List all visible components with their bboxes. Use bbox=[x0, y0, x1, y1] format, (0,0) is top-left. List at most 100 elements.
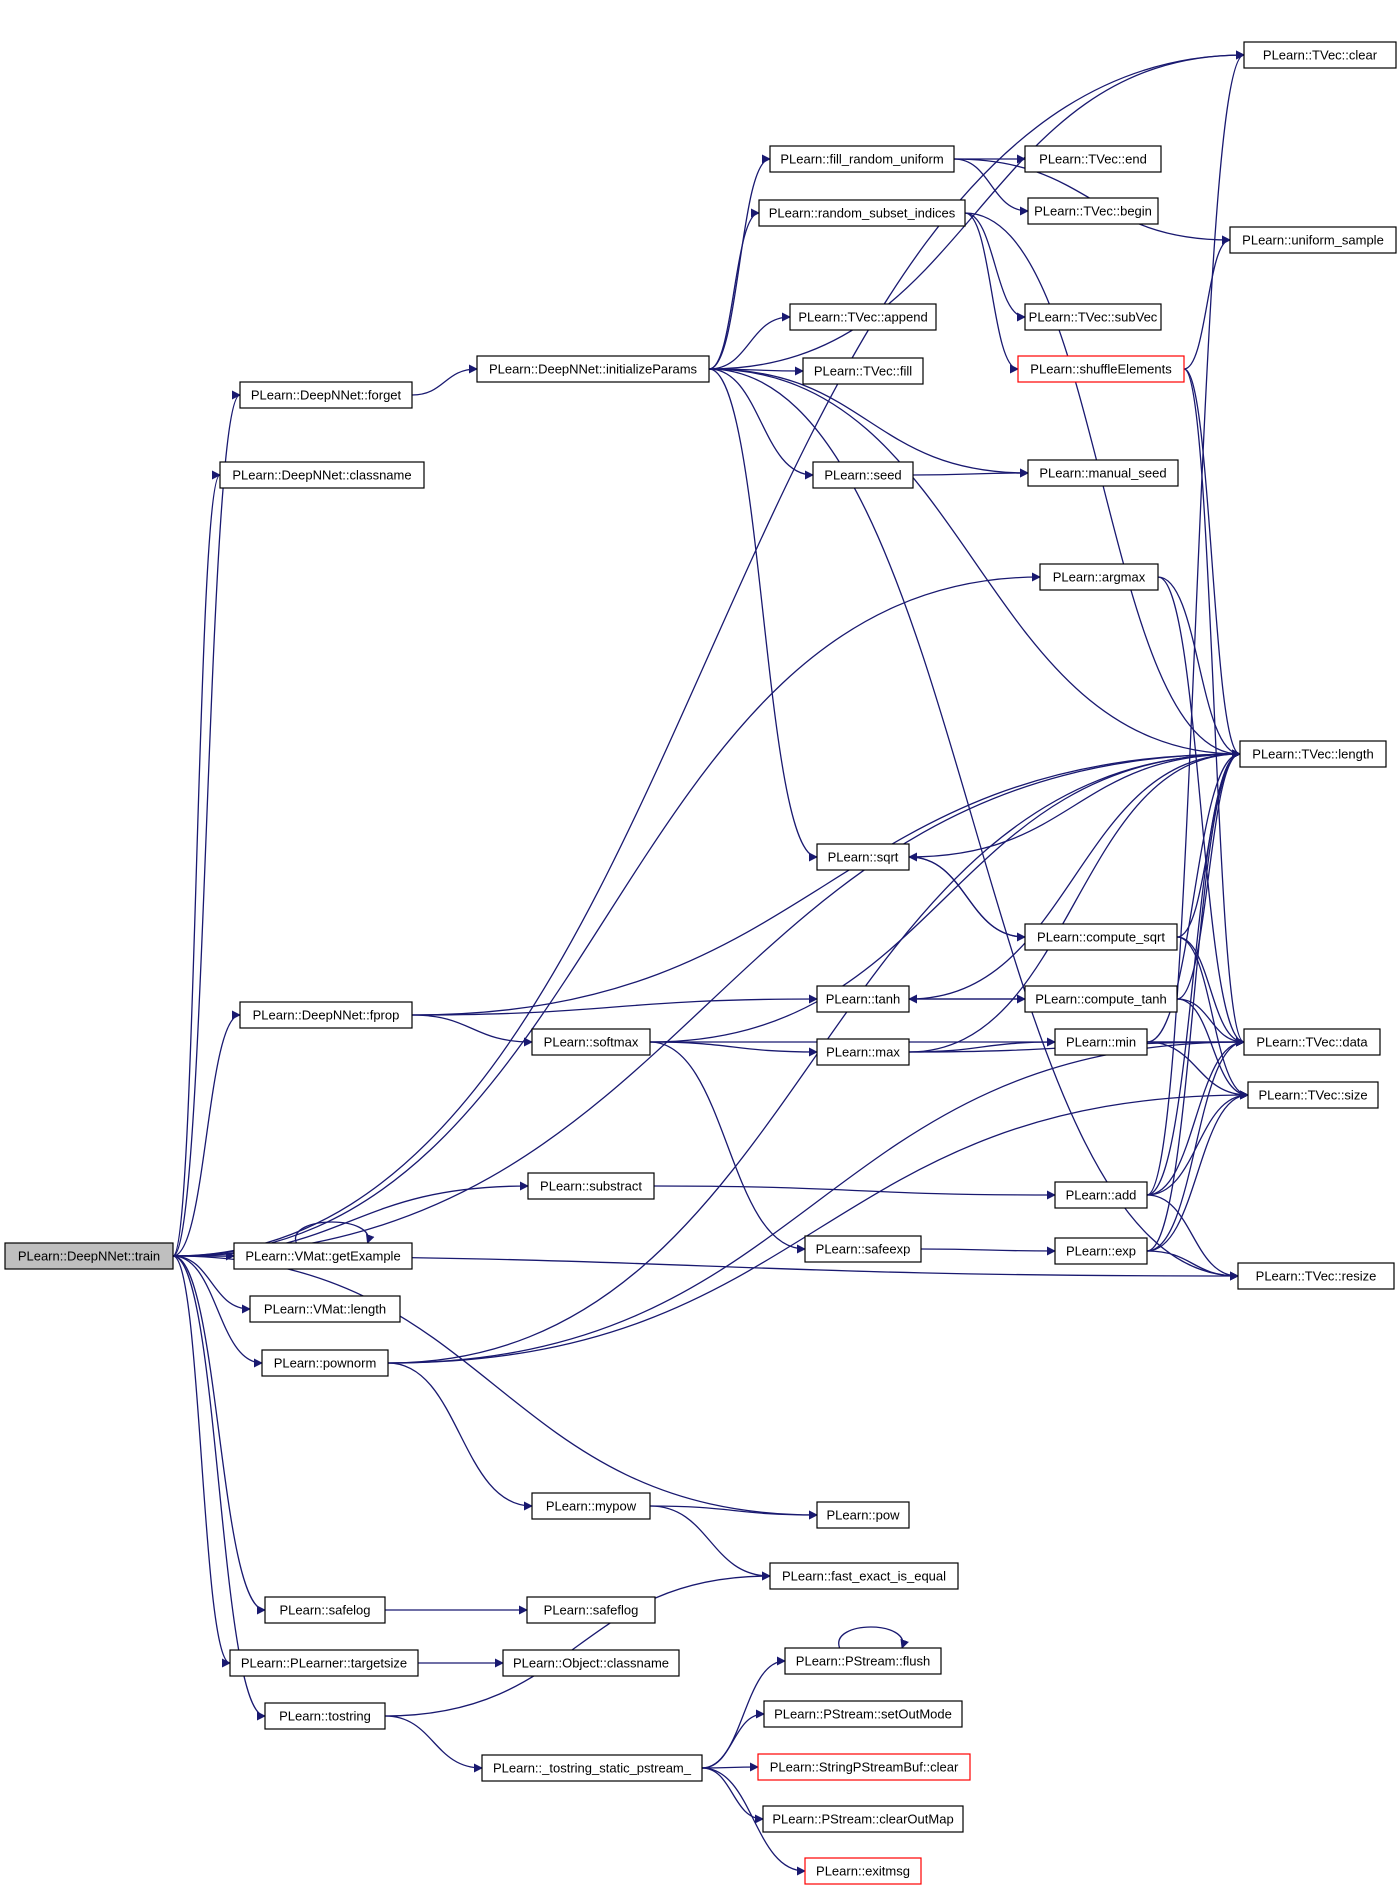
node-safeexp[interactable]: PLearn::safeexp bbox=[804, 1235, 922, 1263]
node-box[interactable] bbox=[531, 1028, 651, 1056]
node-box[interactable] bbox=[239, 381, 413, 409]
node-train[interactable]: PLearn::DeepNNet::train bbox=[4, 1242, 174, 1270]
node-manualseed[interactable]: PLearn::manual_seed bbox=[1027, 459, 1179, 487]
node-tostringstatic[interactable]: PLearn::_tostring_static_pstream_ bbox=[481, 1754, 703, 1782]
node-exp[interactable]: PLearn::exp bbox=[1054, 1237, 1148, 1265]
node-box[interactable] bbox=[804, 1235, 922, 1263]
node-initParams[interactable]: PLearn::DeepNNet::initializeParams bbox=[476, 355, 710, 383]
node-box[interactable] bbox=[789, 303, 937, 331]
node-box[interactable] bbox=[812, 461, 914, 489]
node-box[interactable] bbox=[219, 461, 425, 489]
node-subvec[interactable]: PLearn::TVec::subVec bbox=[1024, 303, 1162, 331]
node-box[interactable] bbox=[816, 985, 910, 1013]
node-box[interactable] bbox=[4, 1242, 174, 1270]
node-box[interactable] bbox=[1054, 1181, 1148, 1209]
node-softmax[interactable]: PLearn::softmax bbox=[531, 1028, 651, 1056]
node-box[interactable] bbox=[804, 1857, 922, 1885]
node-box[interactable] bbox=[769, 1562, 959, 1590]
node-box[interactable] bbox=[1243, 41, 1397, 69]
node-box[interactable] bbox=[526, 1596, 656, 1624]
node-sbufclear[interactable]: PLearn::StringPStreamBuf::clear bbox=[757, 1753, 971, 1781]
node-box[interactable] bbox=[481, 1754, 703, 1782]
node-tvclear[interactable]: PLearn::TVec::clear bbox=[1243, 41, 1397, 69]
node-box[interactable] bbox=[784, 1647, 942, 1675]
node-fillrand[interactable]: PLearn::fill_random_uniform bbox=[769, 145, 955, 173]
node-clearoutmap[interactable]: PLearn::PStream::clearOutMap bbox=[762, 1805, 964, 1833]
node-safelog[interactable]: PLearn::safelog bbox=[264, 1596, 386, 1624]
node-unisample[interactable]: PLearn::uniform_sample bbox=[1229, 226, 1397, 254]
node-seed[interactable]: PLearn::seed bbox=[812, 461, 914, 489]
node-box[interactable] bbox=[816, 843, 910, 871]
node-min[interactable]: PLearn::min bbox=[1054, 1028, 1148, 1056]
node-box[interactable] bbox=[816, 1038, 910, 1066]
node-box[interactable] bbox=[1027, 197, 1159, 225]
node-box[interactable] bbox=[762, 1805, 964, 1833]
node-argmax[interactable]: PLearn::argmax bbox=[1039, 563, 1159, 591]
node-box[interactable] bbox=[757, 1753, 971, 1781]
node-targetsize[interactable]: PLearn::PLearner::targetsize bbox=[229, 1649, 419, 1677]
node-append[interactable]: PLearn::TVec::append bbox=[789, 303, 937, 331]
node-box[interactable] bbox=[1229, 226, 1397, 254]
node-box[interactable] bbox=[527, 1172, 655, 1200]
node-safeflog[interactable]: PLearn::safeflog bbox=[526, 1596, 656, 1624]
node-box[interactable] bbox=[261, 1349, 389, 1377]
node-flush[interactable]: PLearn::PStream::flush bbox=[784, 1647, 942, 1675]
node-add[interactable]: PLearn::add bbox=[1054, 1181, 1148, 1209]
node-tvbegin[interactable]: PLearn::TVec::begin bbox=[1027, 197, 1159, 225]
node-classname[interactable]: PLearn::DeepNNet::classname bbox=[219, 461, 425, 489]
node-fprop[interactable]: PLearn::DeepNNet::fprop bbox=[239, 1001, 413, 1029]
node-substract[interactable]: PLearn::substract bbox=[527, 1172, 655, 1200]
node-sqrt[interactable]: PLearn::sqrt bbox=[816, 843, 910, 871]
node-objclassname[interactable]: PLearn::Object::classname bbox=[502, 1649, 680, 1677]
node-mypow[interactable]: PLearn::mypow bbox=[531, 1492, 651, 1520]
node-box[interactable] bbox=[264, 1702, 386, 1730]
node-tvfill[interactable]: PLearn::TVec::fill bbox=[802, 357, 924, 385]
node-tvresize[interactable]: PLearn::TVec::resize bbox=[1237, 1262, 1395, 1290]
node-box[interactable] bbox=[1024, 985, 1178, 1013]
node-forget[interactable]: PLearn::DeepNNet::forget bbox=[239, 381, 413, 409]
node-box[interactable] bbox=[1247, 1081, 1379, 1109]
node-box[interactable] bbox=[229, 1649, 419, 1677]
node-box[interactable] bbox=[758, 199, 966, 227]
node-box[interactable] bbox=[1027, 459, 1179, 487]
node-box[interactable] bbox=[1243, 1028, 1381, 1056]
node-box[interactable] bbox=[531, 1492, 651, 1520]
node-box[interactable] bbox=[502, 1649, 680, 1677]
node-tvend[interactable]: PLearn::TVec::end bbox=[1024, 145, 1162, 173]
node-box[interactable] bbox=[1237, 1262, 1395, 1290]
node-computesqrt[interactable]: PLearn::compute_sqrt bbox=[1024, 923, 1178, 951]
node-box[interactable] bbox=[476, 355, 710, 383]
node-box[interactable] bbox=[249, 1295, 401, 1323]
node-exitmsg[interactable]: PLearn::exitmsg bbox=[804, 1857, 922, 1885]
node-pow[interactable]: PLearn::pow bbox=[816, 1501, 910, 1529]
node-setoutmode[interactable]: PLearn::PStream::setOutMode bbox=[763, 1700, 963, 1728]
node-tvlength[interactable]: PLearn::TVec::length bbox=[1239, 740, 1387, 768]
node-box[interactable] bbox=[1054, 1028, 1148, 1056]
node-tvdata[interactable]: PLearn::TVec::data bbox=[1243, 1028, 1381, 1056]
node-box[interactable] bbox=[802, 357, 924, 385]
node-randsubset[interactable]: PLearn::random_subset_indices bbox=[758, 199, 966, 227]
node-box[interactable] bbox=[239, 1001, 413, 1029]
node-tostring[interactable]: PLearn::tostring bbox=[264, 1702, 386, 1730]
node-box[interactable] bbox=[1017, 355, 1185, 383]
node-box[interactable] bbox=[233, 1242, 413, 1270]
node-shuffle[interactable]: PLearn::shuffleElements bbox=[1017, 355, 1185, 383]
node-box[interactable] bbox=[1024, 303, 1162, 331]
node-getExample[interactable]: PLearn::VMat::getExample bbox=[233, 1242, 413, 1270]
node-box[interactable] bbox=[1054, 1237, 1148, 1265]
node-vmatlength[interactable]: PLearn::VMat::length bbox=[249, 1295, 401, 1323]
node-computetanh[interactable]: PLearn::compute_tanh bbox=[1024, 985, 1178, 1013]
node-box[interactable] bbox=[816, 1501, 910, 1529]
node-box[interactable] bbox=[1024, 923, 1178, 951]
node-box[interactable] bbox=[1039, 563, 1159, 591]
node-box[interactable] bbox=[264, 1596, 386, 1624]
node-fasteq[interactable]: PLearn::fast_exact_is_equal bbox=[769, 1562, 959, 1590]
node-box[interactable] bbox=[763, 1700, 963, 1728]
node-tvsize[interactable]: PLearn::TVec::size bbox=[1247, 1081, 1379, 1109]
node-box[interactable] bbox=[1239, 740, 1387, 768]
node-box[interactable] bbox=[769, 145, 955, 173]
node-max[interactable]: PLearn::max bbox=[816, 1038, 910, 1066]
node-box[interactable] bbox=[1024, 145, 1162, 173]
node-tanh[interactable]: PLearn::tanh bbox=[816, 985, 910, 1013]
node-pownorm[interactable]: PLearn::pownorm bbox=[261, 1349, 389, 1377]
